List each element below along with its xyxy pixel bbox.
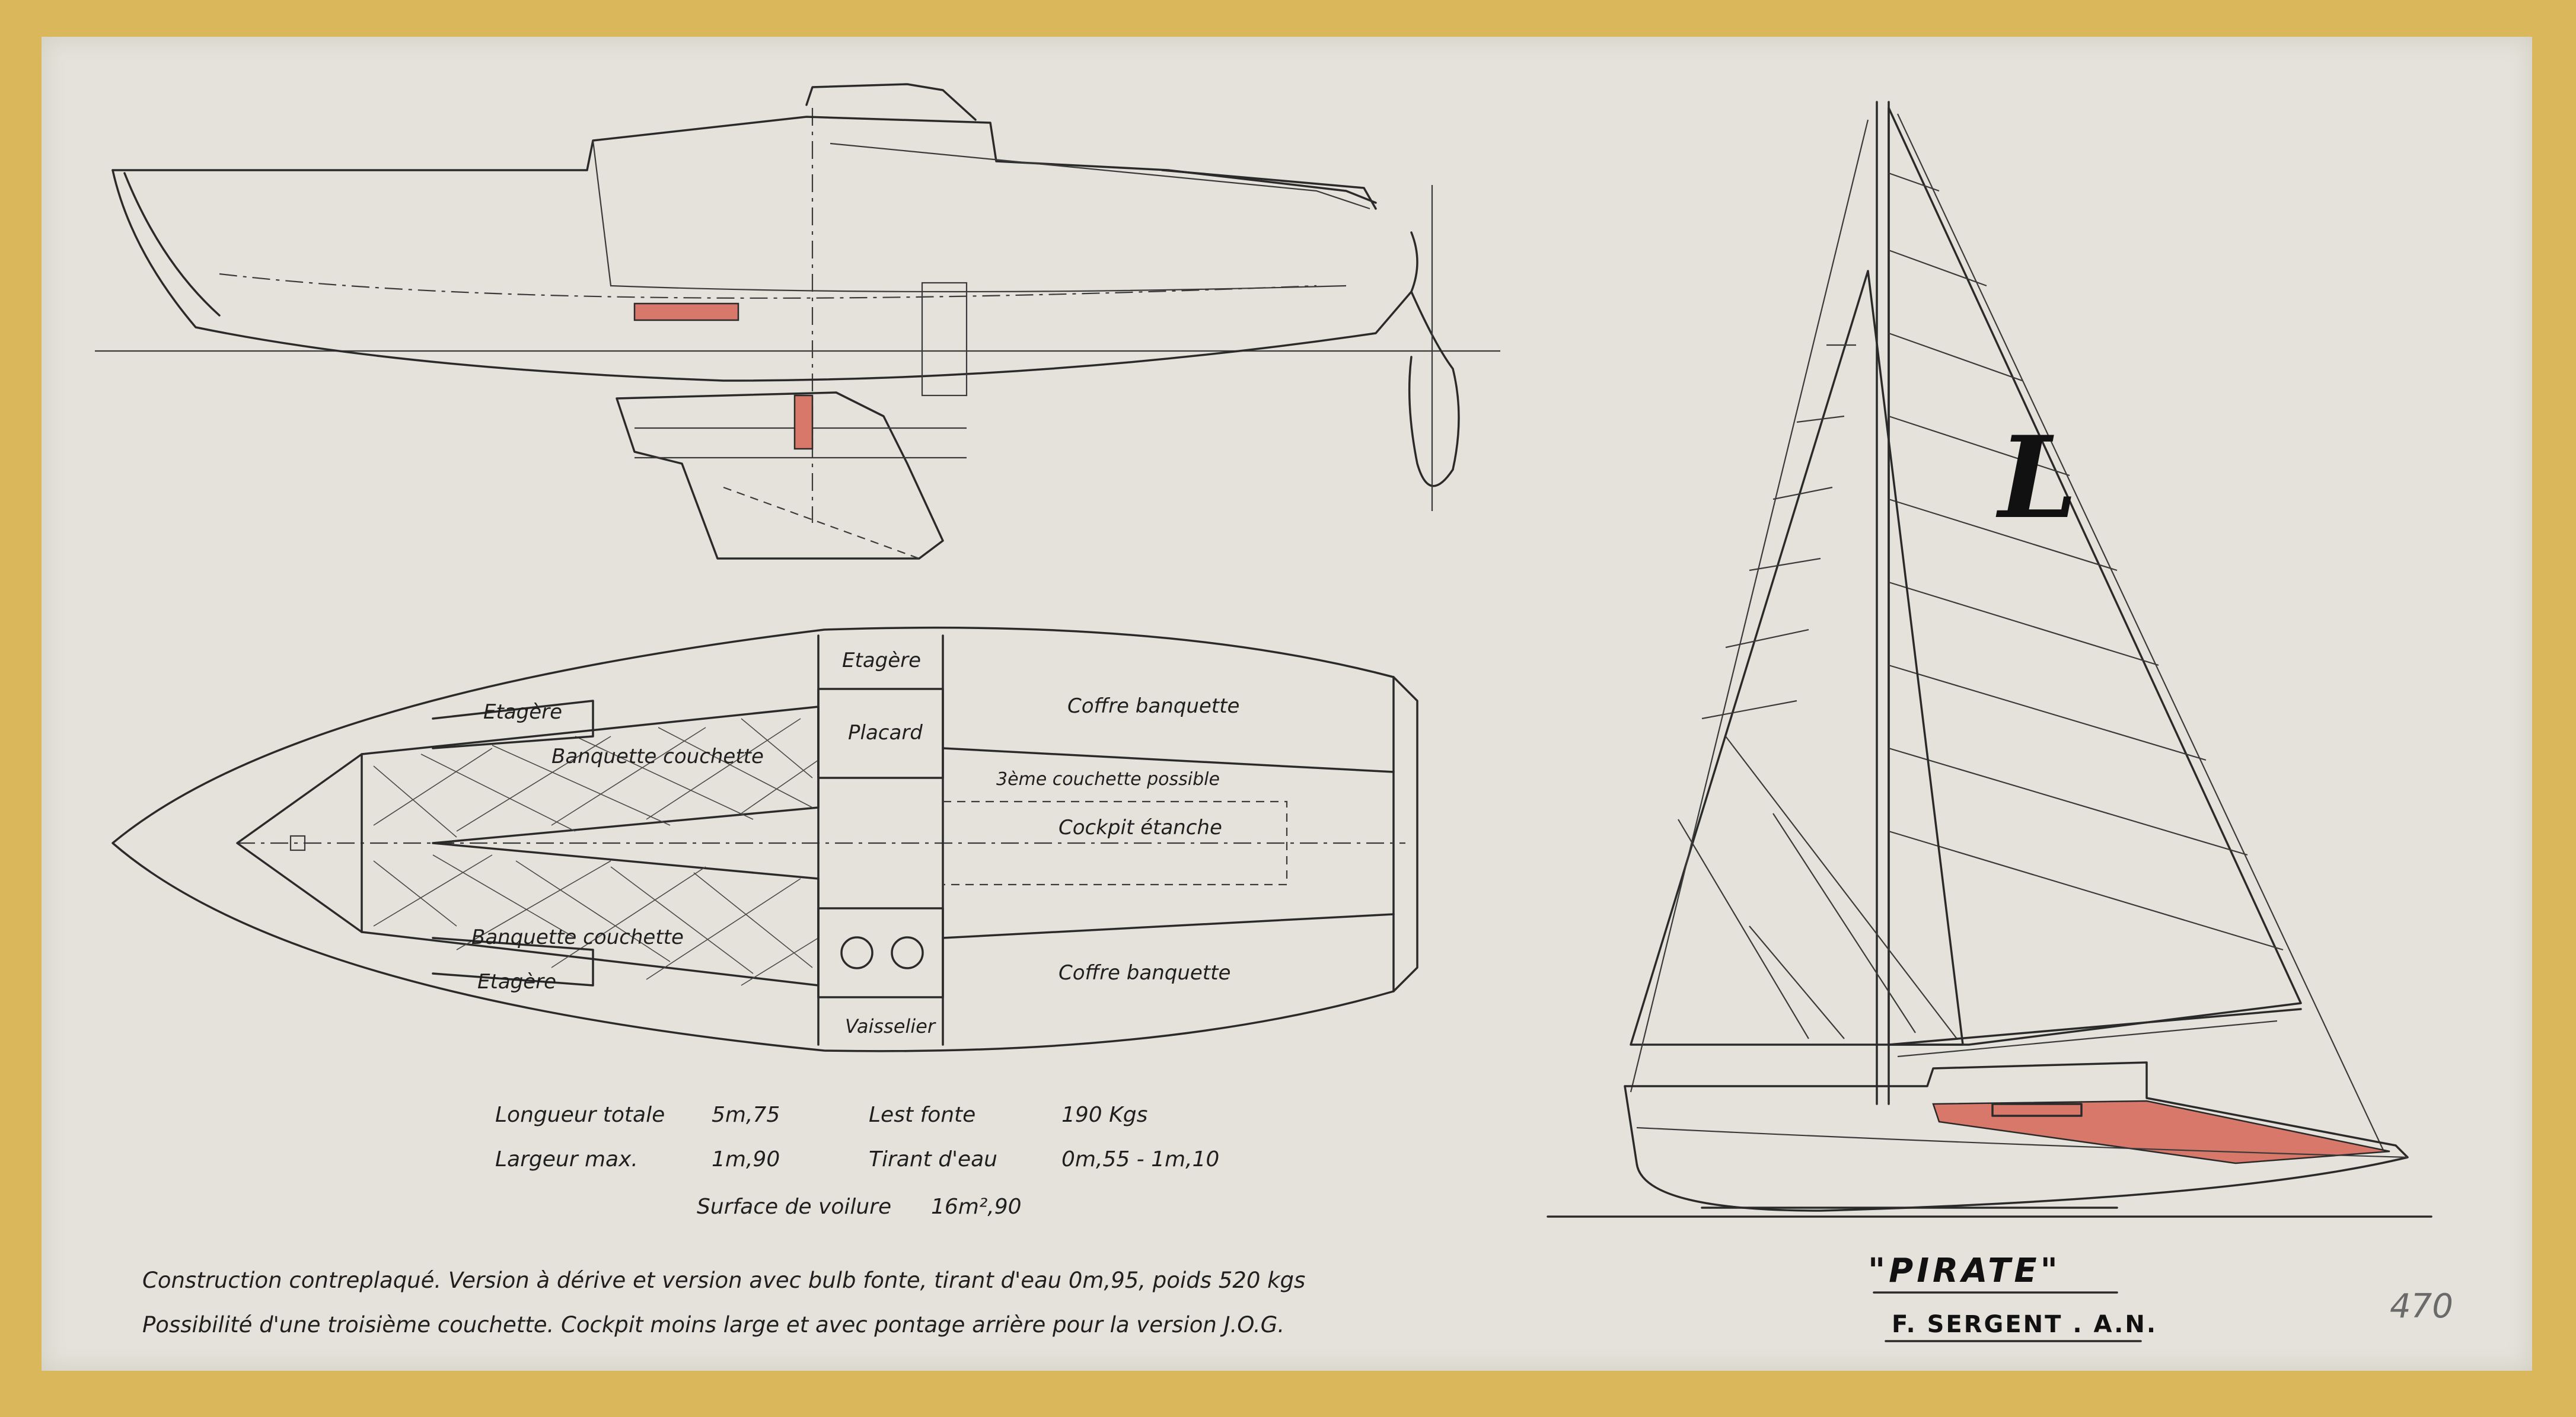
mainsail-panels — [1888, 172, 2284, 951]
stove-box — [817, 907, 944, 998]
spec-surface-label: Surface de voilure — [697, 1195, 891, 1219]
hull-sheer — [1636, 1126, 2408, 1159]
cabin-top — [805, 83, 977, 121]
note-line-2: Possibilité d'une troisième couchette. C… — [142, 1312, 1284, 1338]
label-cockpit-etanche: Cockpit étanche — [1059, 816, 1222, 840]
label-banquette-couchette-top: Banquette couchette — [551, 745, 764, 768]
side-profile-view — [95, 83, 1500, 560]
shelf-starboard — [432, 937, 594, 987]
jib — [1630, 270, 1964, 1046]
backstay — [1897, 113, 2384, 1152]
forestay — [1630, 119, 1869, 1093]
stove-burner-1 — [840, 936, 873, 969]
berth-section-red — [633, 302, 739, 321]
note-line-1: Construction contreplaqué. Version à dér… — [142, 1268, 1305, 1293]
placard-box — [817, 688, 944, 779]
label-etagere-port: Etagère — [483, 700, 562, 724]
label-coffre-banquette-bottom: Coffre banquette — [1059, 961, 1230, 985]
companionway — [921, 282, 968, 397]
cockpit-seats — [942, 747, 1395, 939]
label-coffre-banquette-top: Coffre banquette — [1067, 694, 1239, 718]
sail-plan-view: L — [1547, 101, 2432, 1218]
spec-largeur-label: Largeur max. — [495, 1147, 638, 1172]
title-block: "PIRATE" F. SERGENT . A.N. 470 — [1868, 1252, 2453, 1342]
label-banquette-couchette-bottom: Banquette couchette — [471, 925, 684, 949]
label-etagere-top: Etagère — [842, 649, 921, 672]
interior-plan-view — [111, 626, 1418, 1052]
construction-notes: Construction contreplaqué. Version à dér… — [142, 1268, 1305, 1338]
shelf-port — [432, 700, 594, 749]
label-placard: Placard — [848, 721, 923, 745]
spec-longueur-value: 5m,75 — [712, 1103, 780, 1127]
cockpit-well — [943, 800, 1288, 886]
keel — [616, 391, 944, 560]
berth-cushion-hatching — [373, 718, 819, 986]
centerboard-dashed — [723, 486, 920, 560]
plan-labels: Etagère Etagère Etagère Banquette couche… — [471, 649, 1239, 1038]
hull-outline-plan — [111, 626, 1418, 1052]
deck-edge — [830, 142, 1370, 210]
cabin-window — [1991, 1103, 2083, 1117]
sail-emblem: L — [1995, 411, 2078, 544]
sheet-number: 470 — [2390, 1287, 2453, 1326]
spec-surface-value: 16m²,90 — [931, 1195, 1022, 1219]
fore-peak-triangle — [236, 753, 363, 933]
spec-lest-value: 190 Kgs — [1061, 1103, 1147, 1127]
jib-panels — [1678, 344, 1957, 1039]
keel-ballast-red — [793, 394, 814, 450]
stem — [123, 172, 221, 317]
cabin-side — [592, 140, 1347, 293]
stern-pulpit — [1161, 169, 1377, 210]
boat-name: "PIRATE" — [1868, 1252, 2061, 1290]
rudder — [1408, 291, 1460, 487]
label-vaisselier: Vaisselier — [845, 1015, 936, 1038]
boom-lower — [1897, 1020, 2278, 1058]
spec-lest-label: Lest fonte — [869, 1103, 975, 1127]
spec-largeur-value: 1m,90 — [712, 1147, 780, 1172]
hull-bottom — [111, 169, 1418, 382]
mainsail — [1888, 107, 2302, 1046]
specs-block: Longueur totale 5m,75 Lest fonte 190 Kgs… — [495, 1103, 1219, 1219]
label-troisieme-couchette: 3ème couchette possible — [996, 769, 1220, 790]
hull-profile — [1624, 1061, 2409, 1212]
sheer-line — [111, 116, 1377, 204]
boom — [1888, 1008, 2302, 1046]
mast-step — [289, 835, 306, 851]
designer-name: F. SERGENT . A.N. — [1892, 1311, 2157, 1338]
label-etagere-starboard: Etagère — [477, 970, 556, 994]
boat-plan-drawing: Etagère Etagère Etagère Banquette couche… — [95, 83, 2453, 1342]
spec-tirant-value: 0m,55 - 1m,10 — [1061, 1147, 1219, 1172]
drawing-sheet: Etagère Etagère Etagère Banquette couche… — [42, 37, 2532, 1371]
spec-longueur-label: Longueur totale — [495, 1103, 665, 1127]
stove-burner-2 — [891, 936, 924, 969]
spec-tirant-label: Tirant d'eau — [869, 1147, 997, 1172]
chine-line — [219, 273, 1317, 299]
